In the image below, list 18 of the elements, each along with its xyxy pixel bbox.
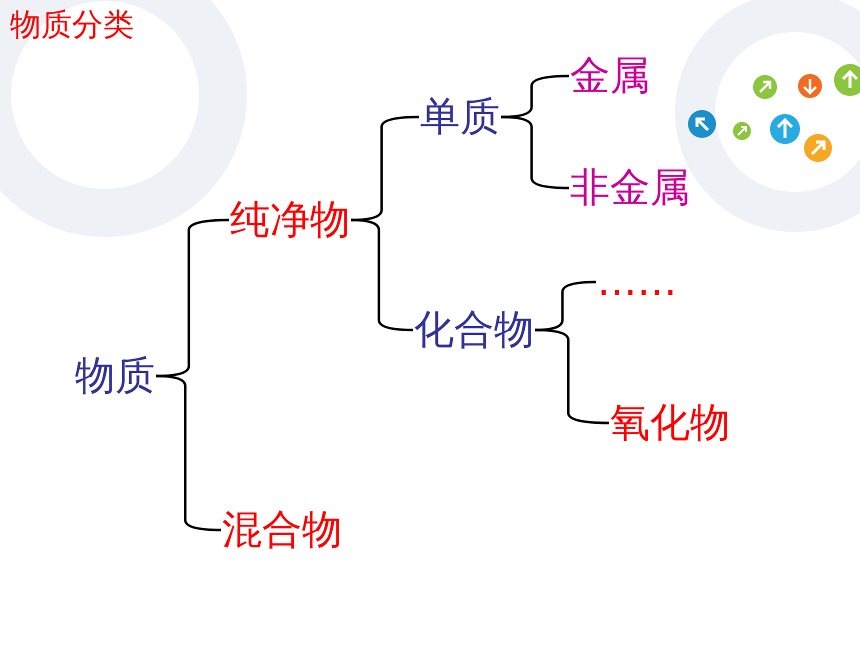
category-label: 纯净物 [230,200,350,240]
brace [500,74,570,118]
brace [350,218,414,332]
category-label: 非金属 [570,168,690,208]
category-label: 混合物 [222,510,342,550]
brace [534,328,610,424]
category-label: 单质 [420,97,500,137]
brace [500,116,570,190]
brace [156,218,230,378]
brace [156,374,222,532]
title: 物质分类 [10,10,134,41]
category-label: 金属 [570,56,650,96]
category-label: 物质 [75,356,155,396]
category-label: 氧化物 [610,403,730,443]
ellipsis-label: …… [597,262,677,302]
brace [534,280,596,332]
brace [350,116,420,222]
category-label: 化合物 [414,310,534,350]
